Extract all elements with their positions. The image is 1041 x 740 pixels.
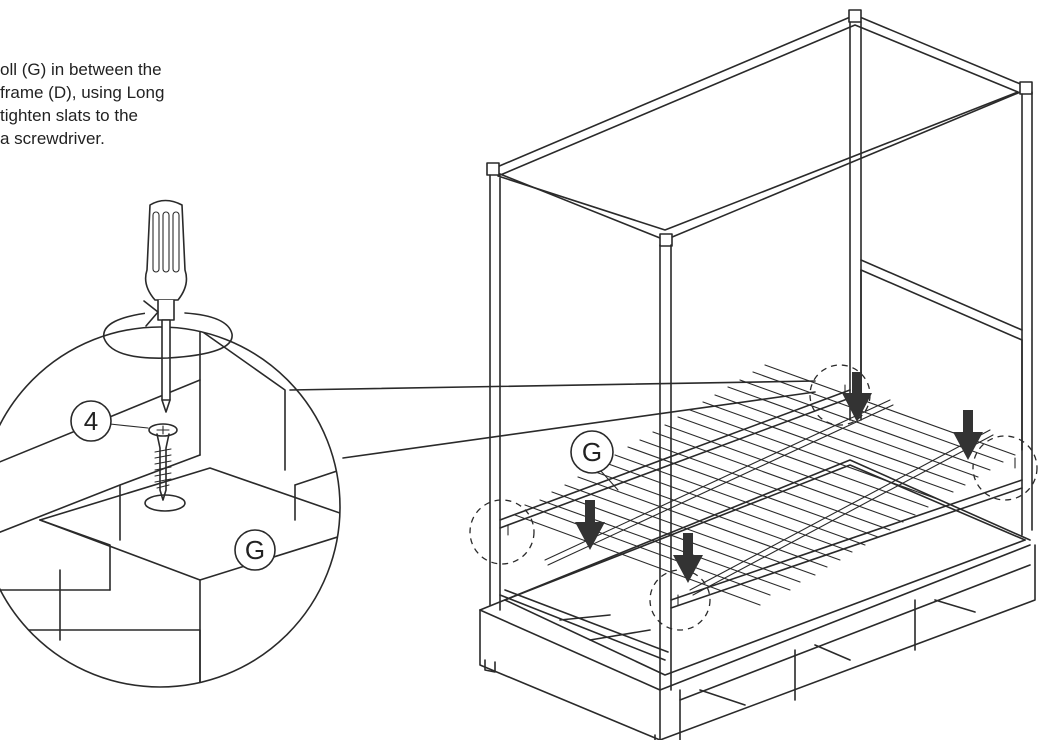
detail-part-label: G bbox=[245, 535, 265, 565]
detail-magnifier bbox=[0, 326, 341, 688]
detail-markers bbox=[469, 364, 1038, 631]
screw-number-label: 4 bbox=[84, 406, 98, 436]
instruction-line-1: oll (G) in between the bbox=[0, 60, 162, 79]
rotation-arrow-icon bbox=[103, 300, 233, 359]
down-arrow-icon bbox=[575, 372, 983, 583]
bed-base bbox=[479, 459, 1036, 740]
frame-part-callout: G bbox=[570, 430, 619, 491]
bed-frame-illustration: G bbox=[469, 9, 1038, 740]
instruction-line-2: frame (D), using Long bbox=[0, 83, 165, 102]
instruction-line-4: a screwdriver. bbox=[0, 129, 105, 148]
screw-number-callout: 4 bbox=[70, 400, 149, 442]
instruction-text: oll (G) in between the frame (D), using … bbox=[0, 58, 250, 150]
bed-posts bbox=[489, 21, 1033, 691]
screw-icon bbox=[148, 423, 178, 501]
support-rods bbox=[544, 399, 994, 596]
headboard bbox=[860, 259, 1023, 451]
frame-part-label: G bbox=[582, 437, 602, 467]
bed-slats bbox=[514, 364, 1016, 606]
magnifier-outline bbox=[0, 326, 341, 688]
instruction-line-3: tighten slats to the bbox=[0, 106, 138, 125]
connector-lines bbox=[289, 380, 816, 459]
canopy-frame bbox=[486, 9, 1033, 247]
detail-part-callout: G bbox=[234, 529, 276, 571]
screwdriver-icon bbox=[144, 199, 188, 413]
